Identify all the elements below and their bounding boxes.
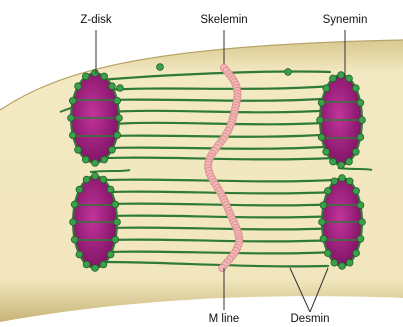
synemin-node — [352, 85, 359, 92]
synemin-node — [76, 251, 83, 258]
synemin-node — [318, 99, 325, 106]
synemin-node — [112, 236, 119, 243]
synemin-node — [92, 265, 99, 272]
synemin-node — [357, 99, 364, 106]
synemin-node — [331, 178, 338, 185]
synemin-node — [75, 146, 82, 153]
synemin-node — [70, 219, 77, 226]
synemin-node — [69, 132, 76, 139]
synemin-node — [82, 156, 89, 163]
synemin-node — [331, 259, 338, 266]
synemin-node — [83, 261, 90, 268]
synemin-node — [101, 73, 108, 80]
synemin-node — [318, 134, 325, 141]
synemin-node — [346, 158, 353, 165]
synemin-node — [117, 85, 124, 92]
label-synemin: Synemin — [323, 14, 368, 26]
synemin-node — [320, 202, 327, 209]
synemin-node — [75, 83, 82, 90]
skelemin-bead — [219, 264, 226, 271]
synemin-node — [100, 261, 107, 268]
synemin-node — [157, 64, 164, 71]
synemin-node — [107, 186, 114, 193]
label-m-line: M line — [209, 313, 240, 325]
synemin-node — [101, 156, 108, 163]
synemin-node — [69, 97, 76, 104]
label-z-disk: Z-disk — [80, 14, 112, 26]
label-skelemin: Skelemin — [200, 14, 247, 26]
synemin-node — [92, 173, 99, 180]
synemin-node — [338, 162, 345, 169]
synemin-node — [325, 250, 332, 257]
synemin-node — [339, 263, 346, 270]
synemin-node — [323, 85, 330, 92]
synemin-node — [346, 75, 353, 82]
synemin-node — [114, 132, 121, 139]
synemin-node — [357, 235, 364, 242]
synemin-node — [359, 117, 366, 124]
synemin-node — [317, 117, 324, 124]
synemin-node — [92, 160, 99, 167]
synemin-node — [357, 202, 364, 209]
synemin-node — [100, 176, 107, 183]
synemin-node — [320, 235, 327, 242]
synemin-node — [339, 175, 346, 182]
synemin-node — [346, 178, 353, 185]
synemin-node — [71, 201, 78, 208]
synemin-node — [92, 70, 99, 77]
synemin-node — [353, 188, 360, 195]
synemin-node — [112, 201, 119, 208]
synemin-node — [83, 176, 90, 183]
synemin-node — [109, 146, 116, 153]
synemin-node — [330, 158, 337, 165]
synemin-node — [82, 73, 89, 80]
synemin-node — [330, 75, 337, 82]
synemin-node — [323, 148, 330, 155]
synemin-node — [325, 188, 332, 195]
synemin-node — [107, 251, 114, 258]
synemin-node — [338, 72, 345, 79]
synemin-node — [68, 115, 75, 122]
synemin-node — [319, 219, 326, 226]
synemin-node — [116, 115, 123, 122]
synemin-node — [109, 83, 116, 90]
synemin-node — [114, 97, 121, 104]
synemin-node — [114, 219, 121, 226]
synemin-node — [352, 148, 359, 155]
label-desmin: Desmin — [291, 313, 330, 325]
synemin-node — [71, 236, 78, 243]
synemin-node — [285, 69, 292, 76]
synemin-node — [359, 219, 366, 226]
synemin-node — [346, 259, 353, 266]
synemin-node — [76, 186, 83, 193]
synemin-node — [357, 134, 364, 141]
synemin-node — [353, 250, 360, 257]
